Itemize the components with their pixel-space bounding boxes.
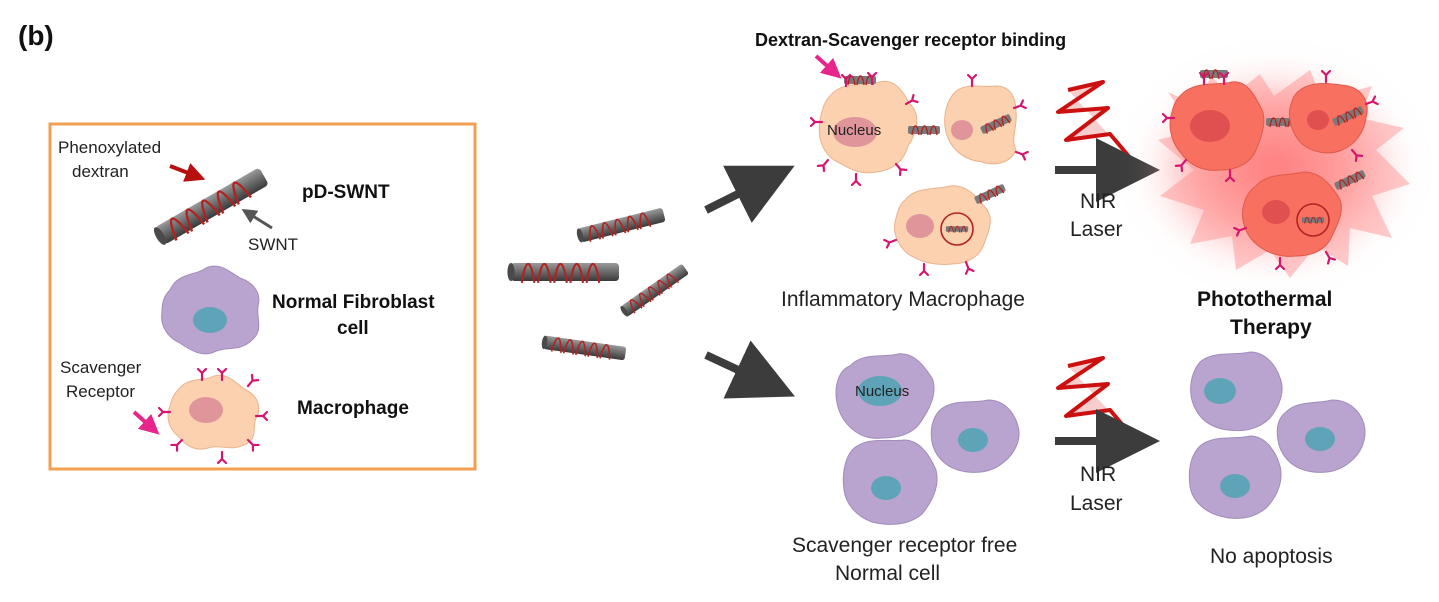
normal-cell-group: Nucleus	[835, 353, 1020, 525]
phenoxylated-dextran-label-line2: dextran	[72, 162, 129, 181]
swnt-label: SWNT	[248, 235, 298, 254]
macrophage-cell-c	[894, 185, 991, 265]
nanotube-1	[574, 206, 667, 246]
phenoxylated-dextran-label-line1: Phenoxylated	[58, 138, 161, 157]
heated-cell-1-nucleus	[1190, 110, 1230, 142]
unharmed-cell-b-nucleus	[1305, 427, 1335, 451]
fibroblast-label-line2: cell	[337, 318, 369, 339]
scavenger-receptor-label-line1: Scavenger	[60, 358, 142, 377]
macrophage-cell-b	[944, 85, 1017, 165]
binding-pointer-arrow	[814, 54, 842, 79]
bottom-laser-label-line1: NIR	[1080, 463, 1116, 486]
flow-arrow-to-normal-cell	[704, 340, 795, 399]
panel-label: (b)	[18, 20, 54, 51]
receptor-pointer-arrow	[132, 410, 160, 435]
photothermal-label-line2: Therapy	[1230, 316, 1312, 339]
heated-cell-3-endosome	[1296, 203, 1330, 237]
photothermal-label-line1: Photothermal	[1197, 288, 1332, 311]
fibroblast-legend-cell	[161, 265, 260, 355]
macrophage-label: Macrophage	[297, 398, 409, 419]
fibroblast-nucleus	[193, 307, 227, 333]
normal-cell-b-nucleus	[958, 428, 988, 452]
legend-box: Phenoxylated dextran SWNT pD-SWNT Normal…	[48, 122, 477, 471]
nanotube-2	[506, 261, 621, 284]
nanotube-cluster	[506, 206, 691, 363]
heated-cell-2-nucleus	[1307, 110, 1329, 130]
no-apoptosis-label: No apoptosis	[1210, 545, 1333, 568]
inflammatory-macrophage-group: Nucleus	[809, 71, 1029, 277]
heated-cell-3	[1241, 171, 1342, 257]
bottom-laser-label-line2: Laser	[1070, 492, 1123, 515]
binding-label: Dextran-Scavenger receptor binding	[755, 30, 1066, 50]
bottom-laser-icon	[1056, 356, 1136, 442]
nanotube-4	[539, 334, 628, 363]
swnt-pointer-arrow	[241, 209, 273, 230]
normal-cell-label-line2: Normal cell	[835, 562, 940, 585]
scavenger-receptor-label-line2: Receptor	[66, 382, 135, 401]
normal-cell-c-nucleus	[871, 476, 901, 500]
normal-cell-nucleus-label: Nucleus	[855, 383, 909, 400]
heated-cell-3-nucleus	[1262, 200, 1290, 224]
macrophage-cell-a-nucleus	[833, 117, 877, 147]
photothermal-cell-group	[1140, 63, 1410, 278]
no-apoptosis-cell-group	[1188, 351, 1366, 519]
nanotube-3	[618, 262, 691, 320]
normal-cell-a-nucleus	[858, 376, 902, 406]
normal-cell-label-line1: Scavenger receptor free	[792, 534, 1017, 557]
macrophage-cell-c-endosome	[940, 212, 974, 246]
top-laser-label-line2: Laser	[1070, 218, 1123, 241]
macrophage-nucleus-label: Nucleus	[827, 122, 881, 139]
dextran-pointer-arrow	[169, 163, 206, 182]
macrophage-cell-c-nucleus	[906, 214, 934, 238]
fibroblast-label-line1: Normal Fibroblast	[272, 292, 435, 313]
legend-border	[48, 122, 477, 471]
unharmed-cell-a	[1190, 351, 1283, 432]
inflammatory-macrophage-label: Inflammatory Macrophage	[781, 288, 1025, 311]
unharmed-cell-c-nucleus	[1220, 474, 1250, 498]
pd-swnt-label: pD-SWNT	[302, 182, 390, 203]
macrophage-nucleus	[189, 397, 223, 423]
flow-arrow-to-macrophage	[704, 165, 795, 223]
macrophage-cell-b-nucleus	[951, 120, 973, 140]
top-laser-label-line1: NIR	[1080, 190, 1116, 213]
macrophage-legend-cell	[157, 367, 269, 465]
top-laser-icon	[1056, 80, 1136, 166]
unharmed-cell-a-nucleus	[1204, 378, 1236, 404]
